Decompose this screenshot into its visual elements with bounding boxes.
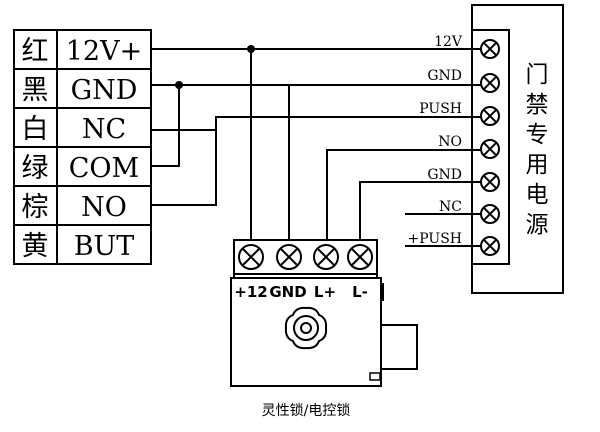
lock-label-lplus: L+ [314,283,336,301]
wire-color-red: 红 [22,36,49,67]
lock-indicator [369,372,381,381]
lock-bolt [380,324,418,370]
wire-com-to-gnd [151,85,180,167]
signal-com: COM [69,153,139,184]
lock-label-plus12: +12 [234,283,267,301]
power-supply-title-char: 源 [526,212,549,238]
wires [151,48,481,247]
terminal-label-no: NO [438,134,462,150]
power-supply-terminal-labels: 12V GND PUSH NO GND NC +PUSH [407,34,462,247]
lock-terminal-labels: +12 GND L+ L- [234,283,368,301]
terminal-screw-icon [347,244,373,270]
signal-gnd: GND [71,75,138,106]
power-supply-box: 门 禁 专 用 电 源 [471,4,564,294]
terminal-label-gnd-2: GND [427,167,462,183]
power-supply-title-char: 电 [526,182,549,208]
connector-table [13,29,152,265]
terminal-screw-icon [313,244,339,270]
power-supply-title-char: 禁 [526,92,549,118]
signal-nc: NC [82,114,126,145]
terminal-screw-icon [480,139,500,159]
signal-but: BUT [74,231,135,262]
wire-nc-to-push [151,116,481,131]
power-supply-screws [480,39,500,256]
wire-color-green: 绿 [22,153,49,184]
terminal-screw-icon [480,73,500,93]
lock-label-gnd: GND [269,283,306,301]
junction-dot [175,81,183,89]
terminal-screw-icon [238,244,264,270]
terminal-screw-icon [480,172,500,192]
wire-color-brown: 棕 [22,192,49,223]
wire-gnd2-to-lock-lminus [359,181,481,245]
wire-junctions [175,45,255,89]
terminal-screw-icon [480,236,500,256]
connector-table-text: 红 12V+ 黑 GND 白 NC 绿 COM 棕 NO 黄 BUT [22,36,143,262]
terminal-screw-icon [480,39,500,59]
wire-no-to-lock-lplus [326,149,481,245]
wire-color-white: 白 [22,114,49,145]
power-supply-title-char: 门 [526,62,549,88]
lock-side-tab [380,283,384,301]
lock-knob-icon [284,306,328,350]
terminal-screw-icon [276,244,302,270]
wire-no-from-table [151,130,217,206]
lock-caption: 灵性锁/电控锁 [262,403,351,419]
lock-screws [238,244,373,270]
terminal-label-plus-push: +PUSH [407,231,462,247]
signal-no: NO [81,192,127,223]
wire-color-black: 黑 [22,75,49,106]
power-supply-terminal-strip [471,29,510,265]
signal-12v: 12V+ [66,36,142,67]
power-supply-title-char: 用 [526,152,549,178]
terminal-screw-icon [480,204,500,224]
power-supply-title: 门 禁 专 用 电 源 [526,62,549,238]
terminal-label-gnd: GND [427,68,462,84]
junction-dot [247,45,255,53]
terminal-label-push: PUSH [419,101,462,117]
power-supply-title-char: 专 [526,122,549,148]
terminal-label-12v: 12V [434,34,463,50]
terminal-label-nc: NC [439,199,462,215]
lock-label-lminus: L- [352,283,368,301]
terminal-screw-icon [480,106,500,126]
wire-color-yellow: 黄 [22,231,49,262]
